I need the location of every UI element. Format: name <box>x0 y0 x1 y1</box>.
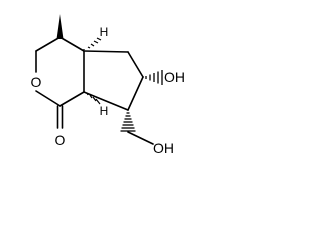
bond-c7-c7a <box>83 91 129 111</box>
methyl-wedge-bond <box>56 14 64 39</box>
hydroxyl-label-ring: OH <box>164 69 185 85</box>
stereo-h-bottom-hash <box>86 92 101 105</box>
bond-c4-c4a <box>59 36 85 52</box>
carbonyl-oxygen-label: O <box>55 132 66 148</box>
stereo-h-top-label: H <box>100 25 109 39</box>
hydroxyl-hash-bond <box>145 70 163 85</box>
stereo-h-bottom-label: H <box>100 104 109 118</box>
bond-o2-c1 <box>35 90 61 107</box>
bond-ch2-oh <box>127 131 154 145</box>
stereo-h-top-hash <box>83 37 102 50</box>
bond-c4a-c5 <box>83 50 129 53</box>
bond-c4-c3 <box>35 36 61 52</box>
structure-canvas: O O OH OH H H <box>0 0 198 172</box>
bond-c5-c6 <box>127 51 144 78</box>
hydroxymethyl-hash-bond <box>120 112 136 132</box>
bond-c6-c7 <box>127 76 144 111</box>
hydroxyl-label-side-chain: OH <box>153 140 174 156</box>
chemical-structure: O O OH OH H H <box>31 14 185 156</box>
ring-oxygen-label: O <box>31 74 42 90</box>
bond-c7a-c1 <box>59 91 85 107</box>
